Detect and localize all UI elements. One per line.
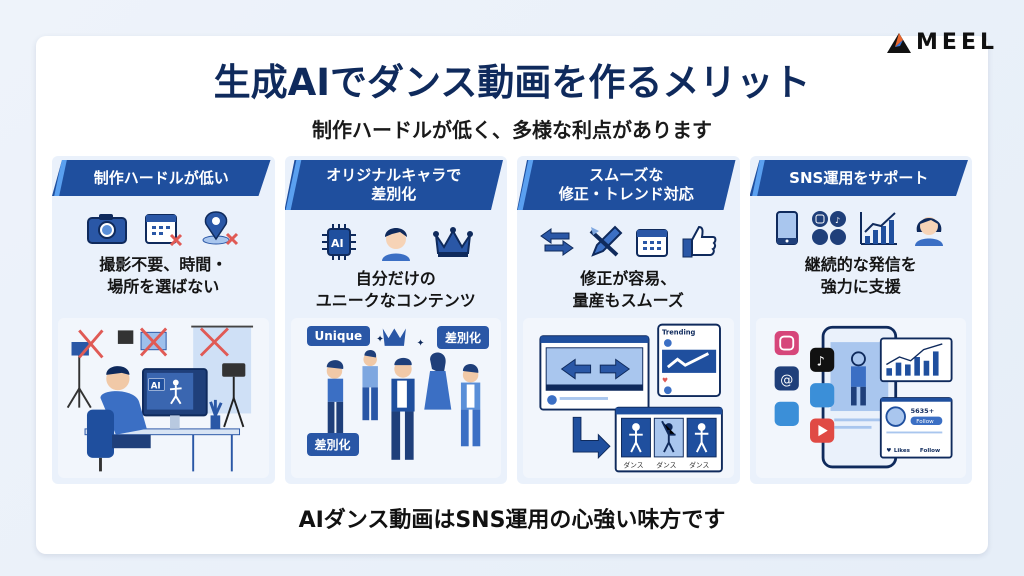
- card-description: 自分だけの ユニークなコンテンツ: [285, 268, 508, 313]
- speech-bubble-unique: Unique: [306, 326, 371, 346]
- sns-phone-illustration: @ ♪ 5635+: [774, 325, 953, 469]
- calendar-icon: [636, 229, 669, 257]
- card-icons: AI: [285, 222, 508, 262]
- svg-text:♪: ♪: [816, 354, 824, 369]
- card-heading-text: オリジナルキャラで: [326, 166, 462, 185]
- card-sns-support: SNS運用をサポート ♪: [749, 156, 973, 484]
- description-line: 撮影不要、時間・: [99, 255, 228, 274]
- svg-text:Likes: Likes: [893, 448, 910, 454]
- description-line: ユニークなコンテンツ: [315, 291, 476, 311]
- card-heading: スムーズな 修正・トレンド対応: [517, 160, 736, 210]
- pencil-icon: [589, 225, 623, 257]
- description-line: 強力に支援: [820, 277, 901, 297]
- svg-text:AI: AI: [331, 237, 344, 250]
- calendar-x-icon: [145, 214, 183, 246]
- person-icon: [381, 228, 410, 261]
- card-heading: オリジナルキャラで 差別化: [285, 160, 504, 210]
- svg-text:♪: ♪: [835, 216, 840, 225]
- card-icons: ♪: [750, 208, 973, 248]
- page-title: 生成AIでダンス動画を作るメリット: [213, 61, 811, 104]
- benefit-cards: 制作ハードルが低い 撮影不要、時間・: [52, 156, 972, 484]
- illustration-editing: Trending ♥ ダンス ダンス ダンス: [523, 318, 734, 478]
- description-line: 修正が容易、: [580, 269, 677, 288]
- illustration-dancers: ✦ ✦ Unique 差別化: [290, 318, 501, 478]
- card-heading: SNS運用をサポート: [750, 160, 969, 196]
- card-heading-text: スムーズな: [589, 166, 664, 185]
- illustration-sns: @ ♪ 5635+: [755, 318, 966, 478]
- svg-text:ダンス: ダンス: [656, 461, 676, 470]
- svg-text:ダンス: ダンス: [689, 461, 709, 470]
- camera-icon: [87, 214, 128, 244]
- svg-text:♥: ♥: [886, 447, 891, 454]
- svg-text:Follow: Follow: [919, 448, 939, 454]
- ai-chip-icon: AI: [321, 224, 356, 260]
- thumbs-up-icon: [682, 225, 717, 258]
- card-heading: 制作ハードルが低い: [52, 160, 271, 196]
- card-original-character: オリジナルキャラで 差別化 AI 自分だけの ユニークなコンテ: [284, 156, 508, 484]
- logo-mountain-icon: [887, 32, 912, 53]
- card-heading-text: 修正・トレンド対応: [558, 185, 694, 203]
- card-icons: [52, 208, 275, 248]
- speech-bubble-differentiation: 差別化: [436, 326, 489, 349]
- card-low-barrier: 制作ハードルが低い 撮影不要、時間・: [52, 156, 275, 484]
- footer-tagline: AIダンス動画はSNS運用の心強い味方です: [298, 508, 726, 533]
- svg-text:@: @: [780, 373, 793, 388]
- svg-text:AI: AI: [151, 381, 161, 391]
- svg-text:♥: ♥: [662, 377, 668, 385]
- card-description: 修正が容易、 量産もスムーズ: [517, 268, 740, 313]
- svg-text:ダンス: ダンス: [623, 461, 643, 470]
- page-subtitle: 制作ハードルが低く、多様な利点があります: [312, 118, 712, 142]
- card-smooth-editing: スムーズな 修正・トレンド対応: [517, 156, 740, 484]
- swap-arrows-icon: [540, 228, 575, 256]
- card-icons: [517, 222, 740, 262]
- growth-chart-icon: [859, 212, 897, 245]
- card-heading-text: 差別化: [371, 185, 417, 203]
- creator-at-desk-illustration: AI: [66, 325, 254, 472]
- illustration-desk-creator: AI: [58, 318, 269, 478]
- speech-bubble-differentiation-2: 差別化: [306, 433, 359, 456]
- dancing-group-illustration: ✦ ✦: [326, 328, 480, 460]
- svg-text:Follow: Follow: [916, 419, 934, 425]
- svg-text:5635+: 5635+: [910, 407, 934, 415]
- video-editing-illustration: Trending ♥ ダンス ダンス ダンス: [539, 323, 723, 473]
- woman-avatar-icon: [914, 217, 943, 246]
- card-description: 継続的な発信を 強力に支援: [750, 254, 973, 299]
- location-x-icon: [202, 211, 239, 246]
- logo-text: MEEL: [916, 30, 998, 55]
- card-heading-text: SNS運用をサポート: [789, 168, 929, 187]
- description-line: 量産もスムーズ: [572, 291, 684, 311]
- crown-icon: [432, 227, 473, 257]
- svg-text:✦: ✦: [416, 338, 424, 349]
- card-description: 撮影不要、時間・ 場所を選ばない: [52, 254, 275, 299]
- card-heading-text: 制作ハードルが低い: [93, 168, 229, 187]
- brand-logo: MEEL: [886, 30, 998, 55]
- social-media-icons: ♪: [811, 211, 846, 245]
- svg-text:✦: ✦: [375, 334, 383, 345]
- description-line: 自分だけの: [355, 269, 436, 288]
- description-line: 継続的な発信を: [804, 255, 917, 274]
- description-line: 場所を選ばない: [107, 277, 220, 297]
- svg-text:Trending: Trending: [662, 328, 696, 336]
- smartphone-icon: [775, 211, 798, 245]
